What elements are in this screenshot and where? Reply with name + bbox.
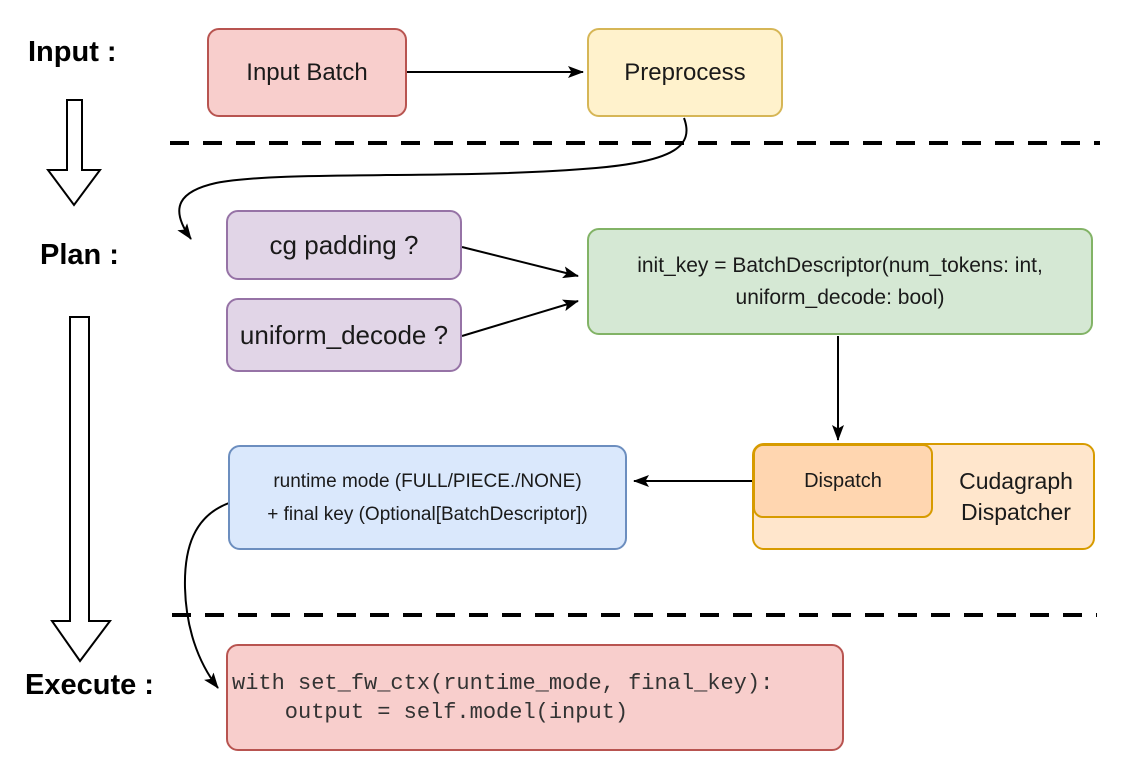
edge-preprocess-cgpadding: [177, 117, 688, 240]
edge-cgpadding-initkey: [461, 246, 579, 279]
stage-label-plan: Plan :: [40, 239, 119, 271]
node-runtime-mode-line1: runtime mode (FULL/PIECE./NONE): [273, 470, 582, 492]
node-uniform-decode: uniform_decode ?: [226, 298, 462, 372]
node-dispatch: Dispatch: [753, 444, 933, 518]
node-cudagraph-dispatcher-line2: Dispatcher: [961, 498, 1071, 525]
node-execute-code: with set_fw_ctx(runtime_mode, final_key)…: [226, 644, 844, 751]
edge-runtimemode-code: [183, 502, 230, 689]
node-cg-padding-label: cg padding ?: [269, 229, 419, 260]
input-to-plan-arrow: [46, 99, 102, 207]
node-runtime-mode: runtime mode (FULL/PIECE./NONE) + final …: [228, 445, 627, 550]
node-input-batch: Input Batch: [207, 28, 407, 117]
node-preprocess: Preprocess: [587, 28, 783, 117]
node-preprocess-label: Preprocess: [624, 58, 746, 86]
node-cudagraph-dispatcher-line1: Cudagraph: [959, 467, 1073, 494]
stage-label-input: Input :: [28, 36, 117, 68]
node-runtime-mode-line2: + final key (Optional[BatchDescriptor]): [267, 503, 588, 525]
node-init-key-line2: uniform_decode: bool): [735, 285, 945, 309]
node-cg-padding: cg padding ?: [226, 210, 462, 280]
node-input-batch-label: Input Batch: [246, 58, 368, 86]
edge-uniformdecode-initkey: [461, 299, 579, 337]
node-execute-code-line1: with set_fw_ctx(runtime_mode, final_key)…: [232, 670, 774, 696]
node-init-key: init_key = BatchDescriptor(num_tokens: i…: [587, 228, 1093, 335]
node-init-key-line1: init_key = BatchDescriptor(num_tokens: i…: [637, 253, 1043, 277]
node-dispatch-label: Dispatch: [804, 469, 882, 492]
stage-label-execute: Execute :: [25, 669, 154, 701]
plan-to-execute-arrow: [50, 316, 112, 663]
node-execute-code-line2: output = self.model(input): [232, 699, 629, 725]
node-uniform-decode-label: uniform_decode ?: [239, 319, 449, 350]
